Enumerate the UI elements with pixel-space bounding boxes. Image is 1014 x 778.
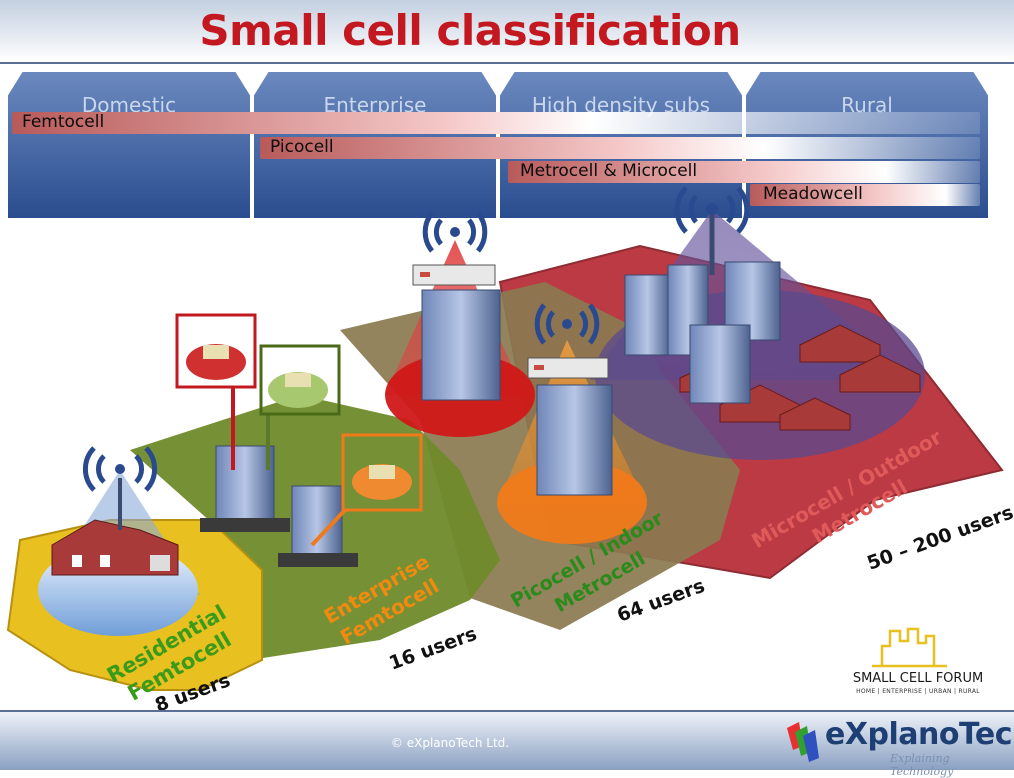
- users-label-microcell: 50 – 200 users: [864, 501, 1014, 574]
- cell-type-label: Femtocell: [22, 112, 105, 132]
- antenna-icon: [534, 303, 600, 345]
- antenna-icon: [82, 446, 158, 492]
- segment-domestic: [8, 72, 250, 218]
- range-bar-femtocell: [12, 112, 980, 134]
- building-icon: [536, 384, 613, 496]
- copyright-text: © eXplanoTech Ltd.: [390, 736, 510, 750]
- range-bar-meadowcell: [750, 184, 980, 206]
- antenna-icon: [674, 186, 750, 234]
- partner-name: SMALL CELL FORUM: [852, 671, 984, 686]
- building-base: [278, 553, 358, 567]
- building-base: [200, 518, 290, 532]
- range-bar-picocell: [260, 137, 980, 159]
- callout-femtocell-orange: [341, 433, 423, 512]
- building-icon: [421, 289, 501, 401]
- callout-femtocell-red: [175, 313, 257, 389]
- header-bar: Small cell classification: [0, 0, 1014, 64]
- router-icon: [527, 357, 609, 379]
- range-bar-metrocell: [508, 161, 980, 183]
- building-icon: [624, 261, 781, 404]
- cell-type-label: Metrocell & Microcell: [520, 161, 698, 181]
- brand-tagline: Explaining Technology: [890, 752, 954, 778]
- explanotech-logo-icon: [787, 722, 819, 762]
- callout-femtocell-green: [259, 344, 341, 416]
- partner-tagline: HOME | ENTERPRISE | URBAN | RURAL: [856, 688, 980, 695]
- brand-name: eXplanoTech: [825, 717, 1014, 752]
- antenna-icon: [422, 211, 488, 253]
- cell-type-label: Meadowcell: [763, 184, 863, 204]
- building-icon: [215, 445, 275, 525]
- small-cell-forum-logo: [872, 627, 947, 668]
- house-icon: [51, 519, 179, 576]
- page-title: Small cell classification: [199, 6, 741, 55]
- router-icon: [412, 264, 496, 286]
- footer-bar: © eXplanoTech Ltd. eXplanoTech Explainin…: [0, 710, 1014, 778]
- cell-type-label: Picocell: [270, 137, 334, 157]
